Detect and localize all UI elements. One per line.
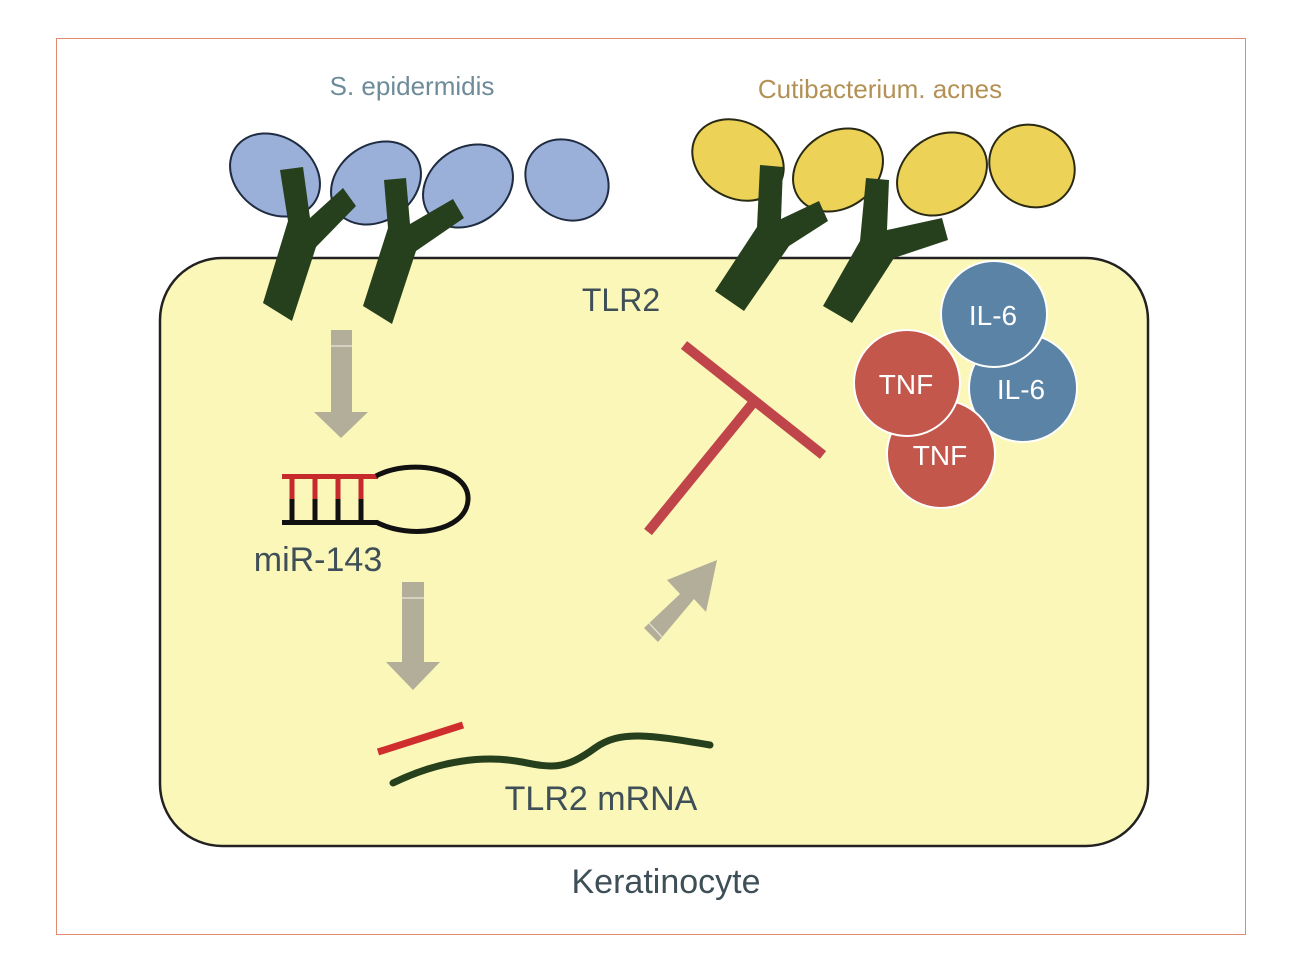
label-il6-2: IL-6 <box>997 374 1045 405</box>
arrow-down-icon <box>386 582 440 690</box>
c-acnes-cell <box>896 131 988 217</box>
label-il6-1: IL-6 <box>969 300 1017 331</box>
tlr2-receptor <box>823 178 948 323</box>
s-epidermidis-cell <box>524 138 610 222</box>
tlr2-receptor <box>363 178 464 324</box>
tlr2-receptor <box>715 165 828 311</box>
il6-molecule-1 <box>940 260 1048 368</box>
c-acnes-bacteria <box>691 118 1076 217</box>
label-mir143: miR-143 <box>254 541 382 579</box>
cytokine-cluster <box>853 260 1078 509</box>
label-tnf-1: TNF <box>879 369 933 400</box>
c-acnes-cell <box>792 127 884 213</box>
label-c-acnes: Cutibacterium. acnes <box>758 74 1002 104</box>
label-tlr2-mrna: TLR2 mRNA <box>505 780 698 818</box>
label-tlr2: TLR2 <box>582 282 660 318</box>
arrow-down-icon <box>314 330 368 438</box>
tlr2-receptor <box>263 167 356 321</box>
inhibition-bar-icon <box>644 341 827 536</box>
label-tnf-2: TNF <box>913 440 967 471</box>
tnf-molecule-1 <box>853 329 961 437</box>
tlr2-receptors <box>263 165 948 324</box>
label-keratinocyte: Keratinocyte <box>572 863 761 901</box>
mir143-hairpin-icon <box>282 464 471 534</box>
c-acnes-cell <box>988 123 1076 209</box>
label-s-epidermidis: S. epidermidis <box>330 71 495 101</box>
arrow-up-right-icon <box>644 560 717 642</box>
tlr2-mrna-strand-icon <box>376 721 714 787</box>
figure-border <box>56 38 1246 935</box>
